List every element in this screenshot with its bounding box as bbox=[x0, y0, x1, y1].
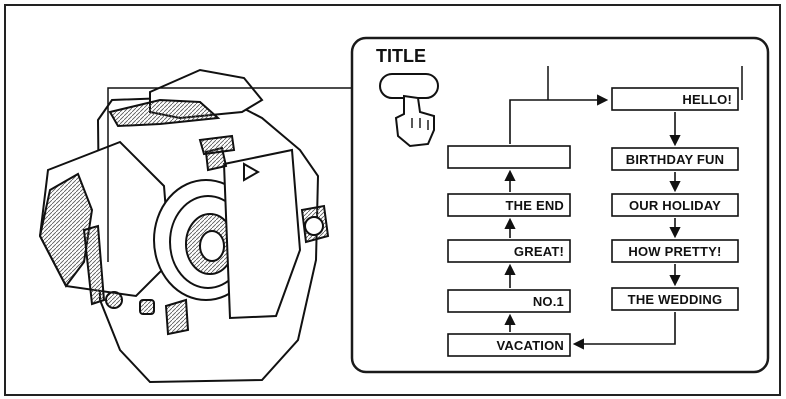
right-column: HELLO! BIRTHDAY FUN OUR HOLIDAY HOW PRET… bbox=[611, 87, 739, 311]
left-column: VACATION NO.1 GREAT! THE END bbox=[447, 145, 571, 357]
title-box-how-pretty bbox=[611, 239, 739, 263]
title-box-the-end bbox=[447, 193, 571, 217]
title-button[interactable] bbox=[379, 73, 439, 99]
wedding-to-vacation-arrow bbox=[572, 312, 676, 350]
title-text-great: GREAT! bbox=[514, 244, 564, 259]
title-box-the-wedding bbox=[611, 287, 739, 311]
title-box-our-holiday bbox=[611, 193, 739, 217]
title-text-hello: HELLO! bbox=[682, 92, 732, 107]
title-box-vacation bbox=[447, 333, 571, 357]
title-text-the-wedding: THE WEDDING bbox=[628, 292, 723, 307]
pressing-finger-icon bbox=[394, 94, 435, 148]
title-text-vacation: VACATION bbox=[496, 338, 564, 353]
title-box-great bbox=[447, 239, 571, 263]
figure-frame bbox=[4, 4, 781, 396]
title-text-our-holiday: OUR HOLIDAY bbox=[629, 198, 721, 213]
leader-line bbox=[107, 87, 356, 262]
title-text-birthday-fun: BIRTHDAY FUN bbox=[626, 152, 724, 167]
title-text-no1: NO.1 bbox=[533, 294, 564, 309]
title-text-how-pretty: HOW PRETTY! bbox=[628, 244, 721, 259]
title-box-birthday-fun bbox=[611, 147, 739, 171]
loop-back-arrow bbox=[509, 94, 609, 144]
title-box-no1 bbox=[447, 289, 571, 313]
title-box-blank bbox=[447, 145, 571, 169]
title-button-label: TITLE bbox=[376, 46, 426, 66]
title-text-the-end: THE END bbox=[506, 198, 564, 213]
title-box-hello bbox=[611, 87, 739, 111]
camcorder-illustration bbox=[38, 68, 330, 384]
